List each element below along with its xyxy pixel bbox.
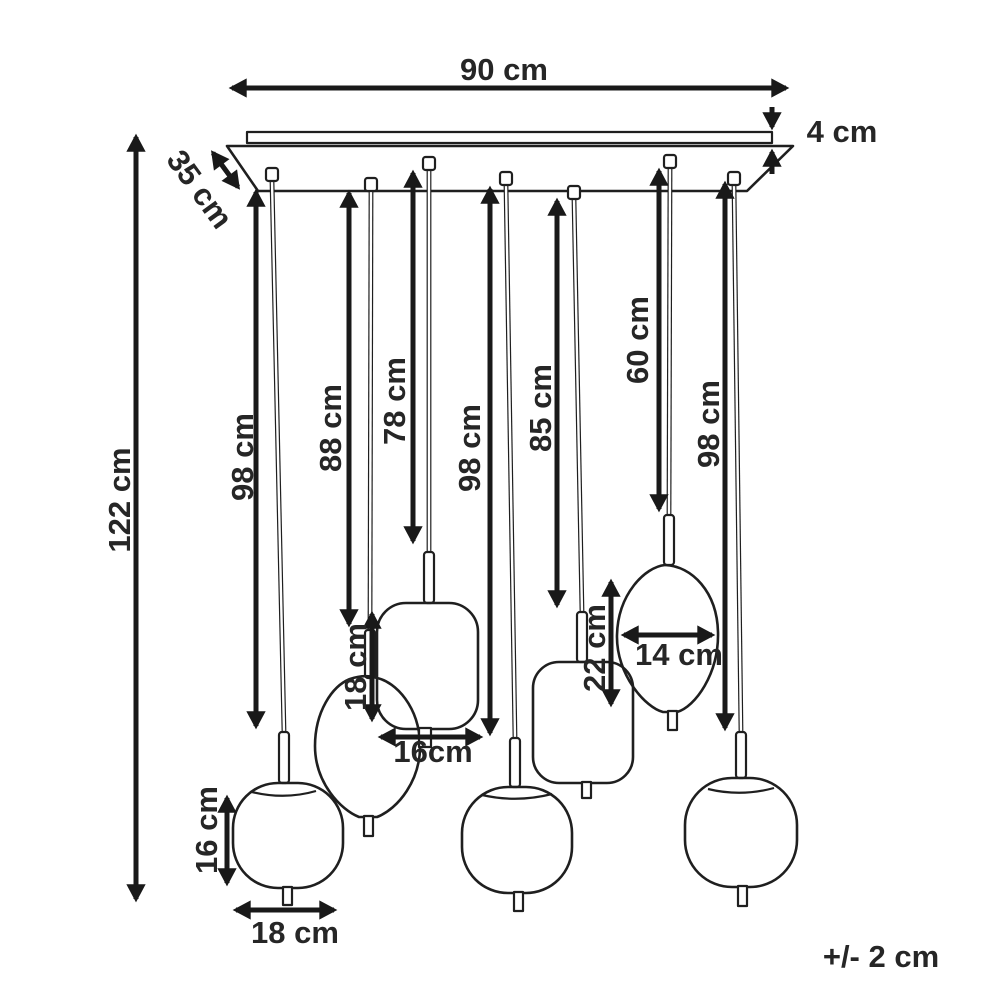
socket-globe-3 (734, 730, 748, 780)
label-drop-6: 60 cm (620, 296, 655, 384)
cord-connector-7 (726, 170, 742, 187)
label-canopy-depth: 35 cm (160, 143, 240, 235)
socket-globe-2 (508, 736, 522, 789)
stem-globe-1 (281, 885, 294, 907)
globe-lamp-3-body (683, 776, 799, 889)
label-drop-7: 98 cm (691, 380, 726, 468)
label-drop-1: 98 cm (225, 413, 260, 501)
label-tolerance: +/- 2 cm (823, 939, 939, 974)
cord-connector-1 (264, 166, 280, 183)
dimension-arrows (126, 78, 790, 920)
canopy-back-edge (245, 130, 774, 145)
globe-lamp-3-cap-seam (707, 786, 775, 794)
socket-cylinder (422, 550, 436, 605)
stem-teardrop (362, 814, 375, 838)
cord-6 (666, 167, 673, 516)
label-cylinder-height: 18 cm (338, 623, 373, 711)
label-small-cylinder-height: 22 cm (577, 604, 612, 692)
cylinder-lamp (375, 601, 480, 731)
stem-globe-2 (512, 890, 525, 913)
cord-connector-5 (566, 184, 582, 201)
socket-globe-1 (277, 730, 291, 785)
cord-4 (503, 184, 518, 739)
label-drop-3: 78 cm (377, 357, 412, 445)
cords (269, 167, 744, 739)
dim-arrow-canopy-depth (210, 150, 241, 190)
cord-connector-2 (363, 176, 379, 193)
globe-lamp-3 (683, 776, 799, 889)
globe-lamp-2-cap-seam (481, 792, 553, 800)
label-total-height: 122 cm (102, 447, 137, 552)
label-globe-height: 16 cm (189, 786, 224, 874)
stem-globe-3 (736, 884, 749, 908)
stem-oval (666, 709, 679, 732)
cord-connector-4 (498, 170, 514, 187)
cord-2 (367, 190, 374, 631)
globe-lamp-2-body (460, 785, 574, 895)
label-cylinder-width: 16cm (393, 734, 472, 769)
label-canopy-thickness: 4 cm (807, 114, 878, 149)
cord-connector-3 (421, 155, 437, 172)
label-globe-width: 18 cm (251, 915, 339, 950)
cord-1 (269, 180, 287, 733)
label-drop-2: 88 cm (313, 384, 348, 472)
cord-7 (731, 184, 744, 733)
socket-oval (662, 513, 676, 567)
cord-5 (571, 198, 585, 613)
globe-lamp-1-cap-seam (251, 789, 317, 797)
canopy (225, 130, 795, 193)
stem-small-cylinder (580, 780, 593, 800)
canopy-plate (225, 144, 795, 193)
label-canopy-width: 90 cm (460, 52, 548, 87)
globe-lamp-1 (231, 781, 345, 890)
cord-connector-6 (662, 153, 678, 170)
label-oval-width: 14 cm (635, 637, 723, 672)
dimension-labels: 90 cm 4 cm 35 cm 122 cm 98 cm 88 cm 78 c… (102, 52, 939, 974)
cord-connectors (264, 153, 742, 201)
label-drop-5: 85 cm (523, 364, 558, 452)
label-drop-4: 98 cm (452, 404, 487, 492)
globe-lamp-1-body (231, 781, 345, 890)
globe-lamp-2 (460, 785, 574, 895)
